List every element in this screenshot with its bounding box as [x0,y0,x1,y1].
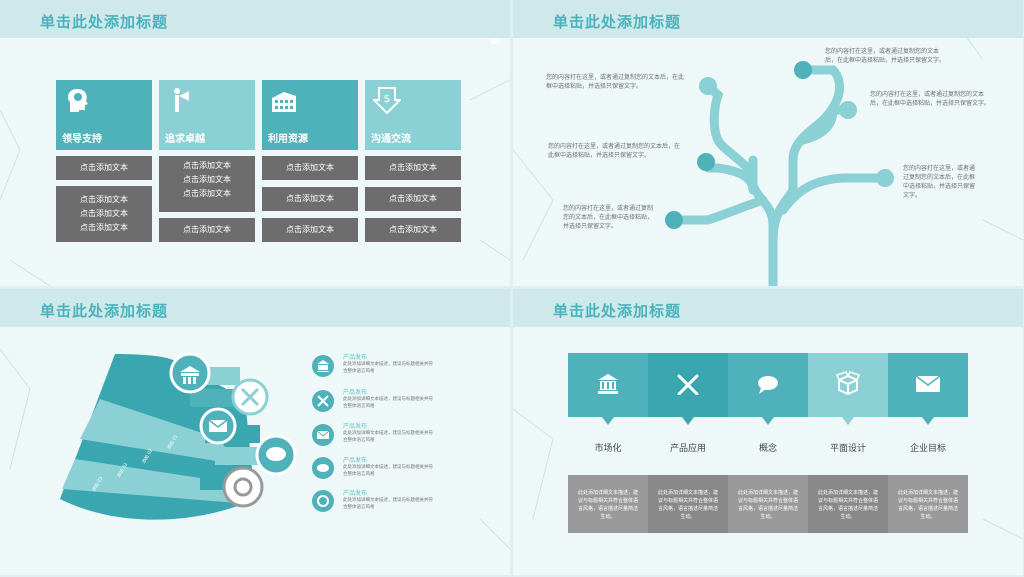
box-icon [836,371,860,395]
header-card-4: $ 沟通交流 [365,80,461,150]
bank-icon [312,355,334,377]
tree-text-4: 您的内容打在这里，或者通过复制您的文本后，在此框中选择粘贴，并选择只保留文字。 [548,143,681,159]
text-box[interactable]: 点击添加文本 [56,156,152,180]
item-title: 产品发布 [343,457,368,464]
desc-area [888,475,968,533]
slide-title[interactable]: 单击此处添加标题 [40,302,169,320]
item-title: 产品发布 [343,389,368,396]
header-label: 沟通交流 [371,134,411,145]
mail-icon [312,424,334,446]
mail-icon [915,375,941,392]
slide-1[interactable]: 单击此处添加标题 领导支持 追求卓越 利用资源 $ 沟通交流 点击添加文本 点击… [0,0,510,286]
pointer [922,417,934,425]
text-box[interactable]: 点击添加文本 [159,218,255,242]
feature-column-4[interactable]: 平面设计 此处添加详细文本描述，建议与标题相关并符合整体语言风格，语言描述尽量简… [808,353,888,533]
network-dot [490,34,500,44]
person-megaphone-icon [174,88,189,112]
tree-text-1: 您的内容打在这里，或者通过复制您的文本后，在此框中选择粘贴，并选择只保留文字。 [825,48,946,64]
feature-column-1[interactable]: 市场化 此处添加详细文本描述，建议与标题相关并符合整体语言风格，语言描述尽量简洁… [568,353,648,533]
slide-title[interactable]: 单击此处添加标题 [40,13,169,31]
desc-area [648,475,728,533]
title-band [513,289,1023,327]
header-card-1: 领导支持 [56,80,152,150]
item-title: 产品发布 [343,354,368,361]
text-box[interactable]: 点击添加文本 [262,218,358,242]
chat-icon [312,457,334,479]
pointer [602,417,614,425]
tree-diagram [665,61,894,286]
item-title: 产品发布 [343,423,368,430]
slide-title[interactable]: 单击此处添加标题 [553,13,682,31]
bank-icon [598,374,618,394]
column-desc: 此处添加详细文本描述，建议与标题相关并符合整体语言风格，语言描述尽量简洁生动。 [577,490,638,520]
desc-area [808,475,888,533]
item-desc: 此处添加详细文本描述，建议与标题相关并符合整体语言风格 [343,498,433,510]
gear-icon [312,490,334,512]
desc-area [728,475,808,533]
column-label: 企业目标 [909,444,946,454]
column-label: 产品应用 [669,444,706,454]
item-title: 产品发布 [343,490,368,497]
text-box[interactable]: 点击添加文本 [262,187,358,211]
feature-column-5[interactable]: 企业目标 此处添加详细文本描述，建议与标题相关并符合整体语言风格，语言描述尽量简… [888,353,968,533]
tree-text-3: 您的内容打在这里，或者通过复制您的文本后，在此框中选择粘贴，并选择只保留文字。 [870,91,991,107]
slide-3[interactable]: 单击此处添加标题 添加 01 添加 02 添加 02 添加 03 产品发布 此处… [0,289,510,575]
header-label: 利用资源 [268,134,308,145]
title-band [0,0,510,38]
item-desc: 此处添加详细文本描述，建议与标题相关并符合整体语言风格 [343,431,433,443]
column-desc: 此处添加详细文本描述，建议与标题相关并符合整体语言风格，语言描述尽量简洁生动。 [737,490,798,520]
tree-text-6: 您的内容打在这里，或者通过复制您的文本后，在此框中选择粘贴，并选择只保留文字。 [563,205,654,230]
slide-title[interactable]: 单击此处添加标题 [553,302,682,320]
item-desc: 此处添加详细文本描述，建议与标题相关并符合整体语言风格 [343,465,433,477]
text-box[interactable]: 点击添加文本 [262,156,358,180]
column-label: 概念 [758,444,777,454]
building-icon [272,92,296,112]
dollar-arrow-icon: $ [373,87,401,114]
text-box[interactable]: 点击添加文本 [365,218,461,242]
pointer [682,417,694,425]
column-desc: 此处添加详细文本描述，建议与标题相关并符合整体语言风格，语言描述尽量简洁生动。 [817,490,878,520]
text-box[interactable]: 点击添加文本 点击添加文本 点击添加文本 [56,186,152,242]
stair-diagram [60,352,297,520]
header-card-3: 利用资源 [262,80,358,150]
column-label: 市场化 [594,444,622,454]
pointer [842,417,854,425]
slide-2[interactable]: 单击此处添加标题 您的内容打在这里，或者通过复制您的文本后，在此框中选择粘贴，并… [513,0,1023,286]
header-label: 追求卓越 [165,134,205,145]
tree-text-2: 您的内容打在这里，或者通过复制您的文本后，在此框中选择粘贴，并选择只保留文字。 [546,74,685,90]
tools-icon [677,374,699,395]
column-desc: 此处添加详细文本描述，建议与标题相关并符合整体语言风格，语言描述尽量简洁生动。 [897,490,958,520]
item-desc: 此处添加详细文本描述，建议与标题相关并符合整体语言风格 [343,362,433,374]
text-box[interactable]: 点击添加文本 [365,156,461,180]
pointer [762,417,774,425]
tools-icon [312,390,334,412]
brain-head-icon [68,89,88,112]
title-band [0,289,510,327]
tree-text-5: 您的内容打在这里，或者通过复制您的文本后，在此框中选择粘贴，并选择只保留文字。 [903,165,976,199]
text-box[interactable]: 点击添加文本 点击添加文本 点击添加文本 [159,156,255,212]
column-label: 平面设计 [829,444,866,454]
column-desc: 此处添加详细文本描述，建议与标题相关并符合整体语言风格，语言描述尽量简洁生动。 [657,490,718,520]
chat-icon [758,376,778,394]
feature-column-3[interactable]: 概念 此处添加详细文本描述，建议与标题相关并符合整体语言风格，语言描述尽量简洁生… [728,353,808,533]
slide-4[interactable]: 单击此处添加标题 市场化 此处添加详细文本描述，建议与标题相关并符合整体语言风格… [513,289,1023,575]
text-box[interactable]: 点击添加文本 [365,187,461,211]
header-label: 领导支持 [62,134,102,145]
desc-area [568,475,648,533]
svg-text:$: $ [384,92,391,105]
title-band [513,0,1023,38]
header-card-2: 追求卓越 [159,80,255,150]
feature-column-2[interactable]: 产品应用 此处添加详细文本描述，建议与标题相关并符合整体语言风格，语言描述尽量简… [648,353,728,533]
item-desc: 此处添加详细文本描述，建议与标题相关并符合整体语言风格 [343,397,433,409]
